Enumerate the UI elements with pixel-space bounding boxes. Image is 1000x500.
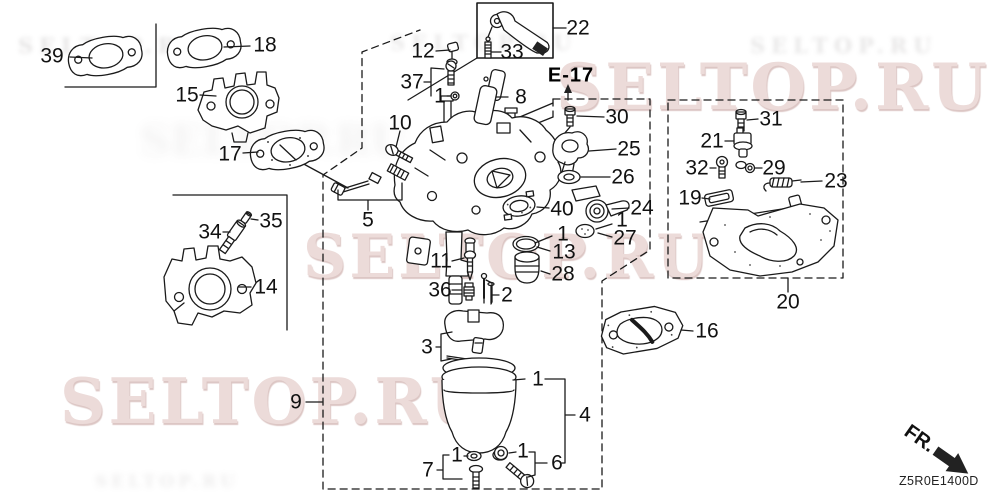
watermark: SELTOP.RU xyxy=(303,222,712,292)
callout-16: 16 xyxy=(695,319,719,343)
callout-5: 5 xyxy=(362,208,374,232)
watermark-ghost: SELTOP.RU xyxy=(750,33,938,58)
callout-15: 15 xyxy=(175,83,199,107)
part-28-cup-strainer xyxy=(514,251,540,284)
section-ref-label: E-17 xyxy=(547,64,595,87)
watermark: SELTOP.RU xyxy=(60,364,488,438)
part-11-main-nozzle xyxy=(463,237,477,281)
part-17-gasket xyxy=(246,124,328,176)
callout-25: 25 xyxy=(617,137,641,161)
watermark: SELTOP.RU xyxy=(556,50,990,125)
part-23-spring xyxy=(763,177,802,192)
callout-36: 36 xyxy=(428,278,452,302)
part-6-bolt-washer xyxy=(493,445,535,489)
diagram-code: Z5R0E1400D xyxy=(899,474,979,488)
callout-9: 9 xyxy=(290,390,302,414)
part-8-choke-plate xyxy=(473,68,506,126)
part-36-jet xyxy=(463,282,475,301)
part-27-grommet xyxy=(575,223,595,239)
part-22-throttle-lever xyxy=(487,11,550,57)
grouping-boxes xyxy=(64,2,844,490)
part-5-pilot-screw-set xyxy=(330,163,410,196)
part-14-plate xyxy=(163,245,257,326)
callout-17: 17 xyxy=(218,142,242,166)
callout-20: 20 xyxy=(776,290,800,314)
part-26-grommet xyxy=(557,169,581,185)
callout-24: 24 xyxy=(630,196,654,220)
callout-6: 6 xyxy=(551,451,563,475)
part-21-valve xyxy=(733,127,753,158)
callout-4: 4 xyxy=(579,403,591,427)
part-3-float xyxy=(444,309,505,362)
part-10-screw xyxy=(385,143,414,164)
callout-11: 11 xyxy=(430,249,452,273)
callout-26: 26 xyxy=(611,165,635,189)
callout-1: 1 xyxy=(434,84,446,108)
callout-1: 1 xyxy=(616,208,628,232)
callout-23: 23 xyxy=(824,169,848,193)
part-16-gasket xyxy=(600,305,684,355)
callout-7: 7 xyxy=(422,458,434,482)
leader-lines xyxy=(69,27,823,480)
part-37-screw-set xyxy=(445,60,460,101)
part-4-float-bowl xyxy=(441,357,517,461)
watermark-ghost: SELTOP.RU xyxy=(95,472,240,492)
callout-22: 22 xyxy=(566,16,590,40)
part-2-float-valve xyxy=(480,272,495,304)
callout-13: 13 xyxy=(552,240,576,264)
part-34-35-screws xyxy=(218,211,253,255)
callout-2: 2 xyxy=(501,283,513,307)
callout-37: 37 xyxy=(400,70,424,94)
part-31-screw xyxy=(735,108,747,132)
part-19-pad xyxy=(703,189,735,207)
part-33-spring xyxy=(484,36,492,59)
part-24-pump-arm xyxy=(585,199,630,223)
callout-32: 32 xyxy=(685,156,709,180)
part-25-pump-cover xyxy=(552,131,590,179)
callout-33: 33 xyxy=(500,40,524,64)
callout-1: 1 xyxy=(517,439,529,463)
part-20-bracket xyxy=(699,194,839,277)
callout-3: 3 xyxy=(421,335,433,359)
callout-35: 35 xyxy=(259,209,283,233)
callout-39: 39 xyxy=(40,44,64,68)
callout-1: 1 xyxy=(557,222,569,246)
callout-31: 31 xyxy=(759,107,783,131)
part-40-diaphragm xyxy=(502,190,536,221)
front-arrow-icon xyxy=(932,446,969,474)
callout-12: 12 xyxy=(411,39,435,63)
part-32-screw xyxy=(715,155,729,179)
callout-1: 1 xyxy=(451,443,463,467)
callout-28: 28 xyxy=(551,262,575,286)
callout-29: 29 xyxy=(762,156,786,180)
part-29-clip xyxy=(735,160,756,174)
callout-1: 1 xyxy=(532,367,544,391)
callout-8: 8 xyxy=(515,85,527,109)
callout-10: 10 xyxy=(388,111,412,135)
callout-30: 30 xyxy=(605,105,629,129)
callout-34: 34 xyxy=(198,220,222,244)
callout-27: 27 xyxy=(613,226,637,250)
callout-19: 19 xyxy=(678,186,702,210)
callout-18: 18 xyxy=(253,33,277,57)
callout-40: 40 xyxy=(550,197,574,221)
part-15-insulator xyxy=(197,71,280,143)
callout-14: 14 xyxy=(254,275,278,299)
callout-21: 21 xyxy=(700,129,724,153)
